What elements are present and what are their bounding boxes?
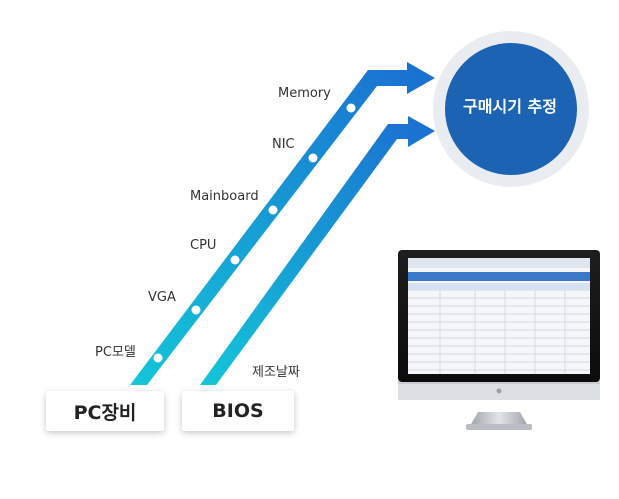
pc-model-dot xyxy=(153,353,163,363)
cpu-dot xyxy=(230,255,240,265)
mainboard-label: Mainboard xyxy=(190,189,259,204)
pc-equipment-box: PC장비 xyxy=(46,391,164,431)
pc-model-label: PC모델 xyxy=(95,345,136,360)
mainboard-dot xyxy=(268,205,278,215)
nic-dot xyxy=(308,153,318,163)
pc-equipment-arrow xyxy=(130,62,435,385)
bios-arrow xyxy=(200,116,435,385)
cpu-label: CPU xyxy=(190,238,217,253)
target-circle xyxy=(433,31,589,187)
vga-dot xyxy=(191,305,201,315)
nic-label: NIC xyxy=(272,137,295,152)
bios-box-label: BIOS xyxy=(212,400,264,422)
monitor-illustration xyxy=(398,250,600,430)
memory-dot xyxy=(346,103,356,113)
purchase-date-estimate-label: 구매시기 추정 xyxy=(463,97,557,116)
vga-label: VGA xyxy=(148,290,176,305)
manufacture-date-label: 제조날짜 xyxy=(252,365,300,380)
bios-box: BIOS xyxy=(182,391,294,431)
pc-equipment-box-label: PC장비 xyxy=(73,401,137,424)
memory-label: Memory xyxy=(278,86,331,101)
